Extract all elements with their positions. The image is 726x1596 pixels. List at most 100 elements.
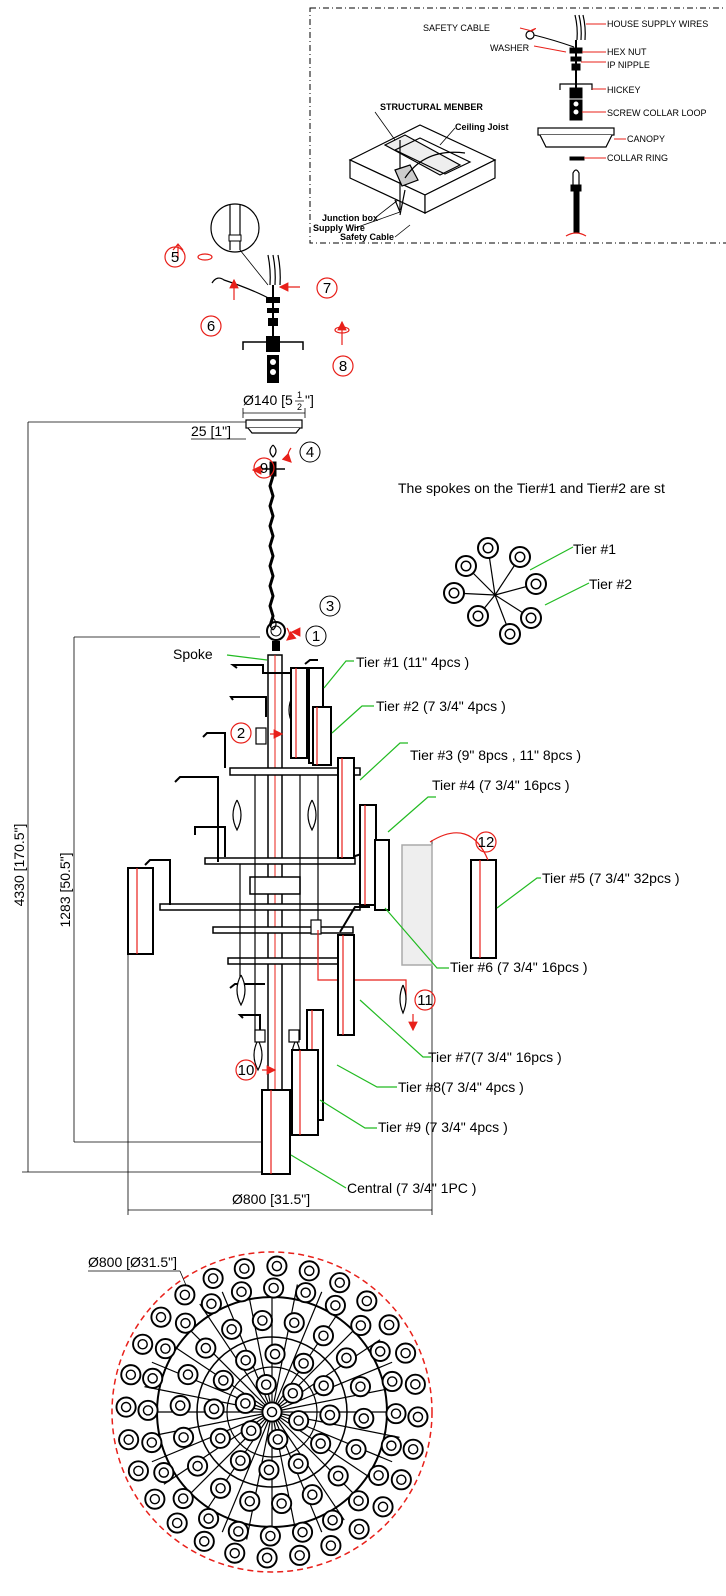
spoke-tier1-label: Tier #1 — [573, 541, 616, 557]
plan-crystal — [169, 1395, 191, 1417]
plan-crystal — [320, 1535, 342, 1557]
plan-crystal — [202, 1267, 224, 1289]
plan-crystal — [258, 1459, 280, 1481]
plan-crystal — [266, 1255, 288, 1277]
plan-crystal — [329, 1272, 351, 1294]
step-12-number: 12 — [478, 834, 495, 851]
plan-spoke — [271, 1284, 298, 1413]
plan-crystal — [295, 1282, 317, 1304]
plan-crystal — [385, 1403, 407, 1425]
step-8-number: 8 — [339, 358, 347, 375]
plan-spoke — [271, 1386, 400, 1413]
hex-nut-label: HEX NUT — [607, 47, 647, 57]
structural-member-drawing — [348, 124, 497, 216]
eye-loop — [266, 621, 301, 651]
step-9-number: 9 — [260, 460, 268, 477]
mounting-assembly: 5 6 7 8 — [164, 203, 354, 383]
plan-crystal — [380, 1435, 402, 1457]
plan-crystal — [251, 1309, 273, 1332]
canopy-dimensions: Ø140 [5 1 2 "] 25 [1"] — [28, 390, 314, 440]
tier-leaders — [226, 654, 541, 1189]
plan-crystal — [345, 1438, 367, 1460]
plan-crystal — [271, 1492, 293, 1515]
canopy-frac-num: 1 — [297, 390, 302, 400]
step-11-number: 11 — [417, 992, 433, 1009]
plan-crystal — [256, 1547, 278, 1569]
plan-crystal — [322, 1509, 344, 1531]
plan-crystal — [198, 1508, 220, 1530]
plan-crystal — [255, 1374, 277, 1396]
plan-crystal — [350, 1314, 372, 1337]
plan-crystal — [240, 1420, 262, 1442]
tier-3-label: Tier #3 (9" 8pcs , 11" 8pcs ) — [410, 747, 581, 763]
plan-crystal — [227, 1520, 249, 1542]
plan-crystal — [298, 1260, 320, 1282]
safety-cable-label: SAFETY CABLE — [423, 23, 490, 33]
ip-nipple-label: IP NIPPLE — [607, 60, 650, 70]
plan-crystal — [324, 1294, 346, 1316]
plan-view: Ø800 [Ø31.5"] — [88, 1251, 433, 1573]
plan-crystal — [291, 1521, 314, 1543]
plan-spoke — [271, 1291, 323, 1413]
plan-crystal — [312, 1325, 335, 1347]
plan-crystal — [395, 1342, 417, 1364]
central-label: Central (7 3/4" 1PC ) — [347, 1180, 476, 1196]
tier-9-label: Tier #9 (7 3/4" 4pcs ) — [378, 1119, 508, 1135]
step-2-number: 2 — [237, 725, 245, 742]
plan-crystal — [319, 1404, 341, 1426]
supply-wire-label: Supply Wire — [313, 223, 365, 233]
plan-crystal — [287, 1453, 309, 1475]
step-3-number: 3 — [326, 598, 334, 615]
plan-spoke — [221, 1411, 273, 1533]
plan-crystal — [263, 1277, 285, 1299]
plan-crystal — [301, 1484, 323, 1506]
canopy-plate — [245, 419, 303, 429]
structural-member-label: STRUCTURAL MENBER — [380, 102, 483, 112]
plan-crystal — [229, 1450, 251, 1472]
hardware-stack — [525, 14, 615, 237]
plan-crystal — [200, 1293, 222, 1315]
hickey-label: HICKEY — [607, 85, 641, 95]
top-diameter-label: Ø800 [Ø31.5"] — [88, 1254, 177, 1270]
safety-cable-small-label: Safety Cable — [340, 232, 394, 242]
chandelier-frame — [144, 654, 407, 1166]
step-5-number: 5 — [171, 249, 179, 266]
plan-spoke — [179, 1319, 273, 1413]
plan-crystal — [174, 1284, 196, 1306]
tier-8-label: Tier #8(7 3/4" 4pcs ) — [398, 1079, 524, 1095]
plan-crystal — [174, 1312, 197, 1334]
tier-6-label: Tier #6 (7 3/4" 16pcs ) — [450, 959, 588, 975]
tier-1-label: Tier #1 (11" 4pcs ) — [356, 654, 469, 670]
leader-structural — [374, 111, 396, 141]
plan-crystal — [310, 1433, 332, 1455]
plan-crystal — [118, 1429, 140, 1451]
canopy-diameter-label: Ø140 [5 — [243, 392, 293, 408]
canopy-frac-den: 2 — [297, 402, 302, 412]
plan-crystal — [282, 1382, 304, 1404]
plan-crystal — [348, 1518, 370, 1540]
tier-5-label: Tier #5 (7 3/4" 32pcs ) — [542, 870, 680, 886]
body-height-label: 1283 [50.5"] — [57, 852, 73, 927]
plan-crystal — [293, 1352, 315, 1374]
step-7-number: 7 — [323, 280, 331, 297]
plan-crystal — [353, 1407, 375, 1429]
total-height-label: 4330 [170.5"] — [11, 824, 27, 907]
plan-crystal — [288, 1410, 310, 1432]
plan-spoke — [144, 1411, 273, 1438]
canopy-frac-close: "] — [305, 392, 314, 408]
plan-crystal — [335, 1347, 357, 1369]
plan-crystal — [115, 1396, 137, 1418]
plan-crystal — [177, 1364, 199, 1386]
plan-crystal — [137, 1399, 159, 1421]
tier-4-label: Tier #4 (7 3/4" 16pcs ) — [432, 777, 570, 793]
plan-crystal — [221, 1318, 243, 1340]
step-10-number: 10 — [238, 1062, 255, 1079]
plan-crystal — [283, 1312, 305, 1334]
plan-crystal — [267, 1428, 289, 1450]
plan-crystal — [289, 1544, 311, 1566]
junction-box-label: Junction box — [322, 213, 378, 223]
plan-crystal — [154, 1338, 176, 1360]
plan-crystal — [173, 1426, 195, 1448]
plan-crystal — [233, 1258, 255, 1280]
